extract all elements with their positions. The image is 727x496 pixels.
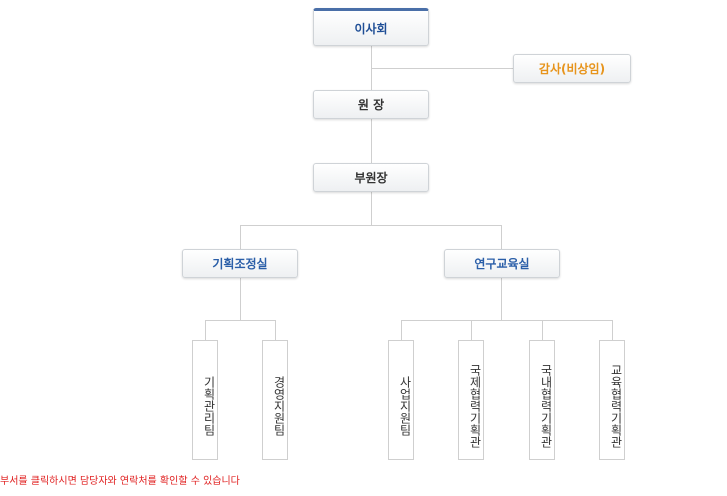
dept-intl-cooperation-label: 국제협력기획관: [468, 364, 482, 448]
connector-president-vice: [371, 119, 372, 163]
connector-auditor: [371, 68, 513, 69]
connector-dept-6: [612, 320, 613, 340]
dept-business-support[interactable]: 경영지원팀: [262, 340, 288, 460]
connector-research-office: [501, 225, 502, 249]
dept-planning-management-label: 기획관리팀: [202, 376, 216, 436]
research-office-box[interactable]: 연구교육실: [444, 249, 560, 278]
connector-dept-1: [205, 320, 206, 340]
connector-planning-horizontal: [205, 320, 276, 321]
auditor-label: 감사(비상임): [538, 62, 606, 76]
connector-dept-4: [471, 320, 472, 340]
dept-domestic-cooperation-label: 국내협력기획관: [539, 364, 553, 448]
dept-project-support-label: 사업지원팀: [398, 376, 412, 436]
connector-research-down: [501, 278, 502, 320]
auditor-box[interactable]: 감사(비상임): [513, 54, 631, 83]
dept-education-cooperation-label: 교육협력기획관: [609, 364, 623, 448]
connector-offices-horizontal: [240, 225, 502, 226]
connector-dept-5: [542, 320, 543, 340]
planning-office-label: 기획조정실: [212, 257, 268, 271]
research-office-label: 연구교육실: [474, 257, 530, 271]
dept-intl-cooperation[interactable]: 국제협력기획관: [458, 340, 484, 460]
dept-domestic-cooperation[interactable]: 국내협력기획관: [529, 340, 555, 460]
connector-planning-down: [240, 278, 241, 320]
dept-business-support-label: 경영지원팀: [272, 376, 286, 436]
dept-planning-management[interactable]: 기획관리팀: [192, 340, 218, 460]
president-label: 원 장: [357, 98, 385, 112]
dept-education-cooperation[interactable]: 교육협력기획관: [599, 340, 625, 460]
dept-project-support[interactable]: 사업지원팀: [388, 340, 414, 460]
click-instruction-note: 부서를 클릭하시면 담당자와 연락처를 확인할 수 있습니다: [0, 476, 240, 487]
connector-planning-office: [240, 225, 241, 249]
connector-research-horizontal: [401, 320, 613, 321]
board-box[interactable]: 이사회: [313, 8, 429, 46]
vice-president-label: 부원장: [354, 171, 388, 185]
connector-dept-2: [275, 320, 276, 340]
vice-president-box[interactable]: 부원장: [313, 163, 429, 192]
connector-dept-3: [401, 320, 402, 340]
planning-office-box[interactable]: 기획조정실: [182, 249, 298, 278]
board-label: 이사회: [354, 21, 388, 36]
connector-vice-down: [371, 192, 372, 225]
president-box[interactable]: 원 장: [313, 90, 429, 119]
